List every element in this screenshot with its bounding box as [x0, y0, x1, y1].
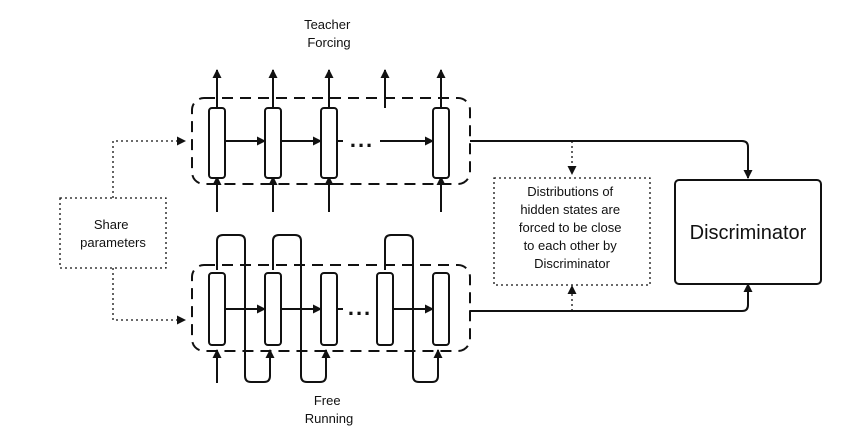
rnn-cell — [376, 272, 394, 346]
distributions-note-box — [493, 177, 651, 286]
rnn-cell — [320, 272, 338, 346]
rnn-cell — [432, 272, 450, 346]
distributions-note: Distributions of hidden states are force… — [493, 177, 651, 286]
share-parameters-box — [59, 197, 167, 269]
teacher-forcing-rnn: ... — [191, 69, 471, 212]
discriminator: Discriminator — [674, 179, 822, 285]
rnn-cell — [320, 107, 338, 179]
free-running-label: Free Running — [305, 393, 353, 426]
teacher-forcing-inputs — [212, 176, 446, 212]
share-to-free-arrow — [112, 268, 186, 325]
teacher-to-discriminator-arrow — [470, 140, 753, 179]
free-to-discriminator-arrow — [470, 283, 753, 312]
distributions-note-text: Distributions of hidden states are force… — [519, 184, 625, 271]
rnn-cell — [264, 272, 282, 346]
rnn-cell — [432, 107, 450, 179]
rnn-cell — [264, 107, 282, 179]
rnn-cell — [208, 107, 226, 179]
ellipsis-top: ... — [350, 127, 374, 152]
rnn-cell — [208, 272, 226, 346]
teacher-forcing-outputs — [212, 69, 446, 108]
ellipsis-bottom: ... — [348, 295, 372, 320]
free-running-rnn: ... — [191, 234, 471, 383]
discriminator-label: Discriminator — [690, 222, 807, 244]
teacher-forcing-label: Teacher Forcing — [304, 17, 354, 50]
share-parameters: Share parameters — [59, 136, 186, 325]
free-running-group-box — [191, 264, 471, 352]
teacher-forcing-group-box — [191, 97, 471, 185]
discriminator-box — [674, 179, 822, 285]
share-parameters-label: Share parameters — [80, 217, 146, 250]
discriminator-connections — [470, 140, 753, 312]
share-to-teacher-arrow — [112, 136, 186, 198]
